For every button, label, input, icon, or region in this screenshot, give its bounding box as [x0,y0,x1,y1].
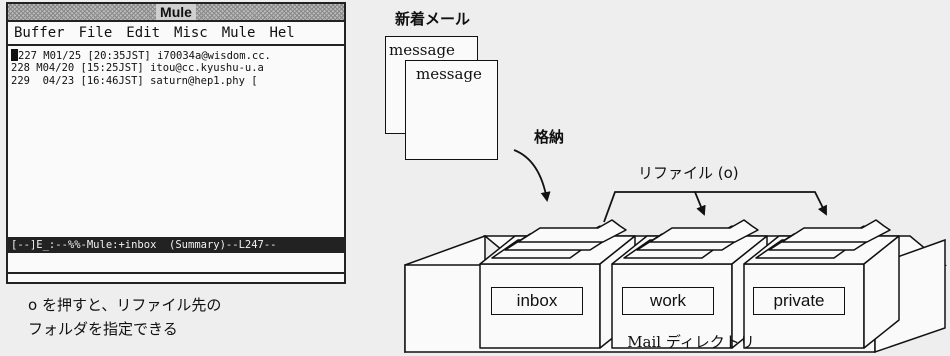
summary-row[interactable]: 227 M01/25 [20:35JST] i70034a@wisdom.cc. [8,49,344,62]
summary-row[interactable]: 229 04/23 [16:46JST] saturn@hep1.phy [ [8,75,344,88]
refile-arrows [603,191,827,223]
refile-label: リファイル (o) [638,164,739,182]
new-mail-label: 新着メール [395,10,471,28]
folder-label-private: private [753,287,845,315]
summary-list: 227 M01/25 [20:35JST] i70034a@wisdom.cc.… [8,46,344,88]
summary-row-text: 228 M04/20 [15:25JST] itou@cc.kyushu-u.a [11,62,264,74]
store-label: 格納 [534,128,565,146]
menu-edit[interactable]: Edit [126,25,161,41]
caption-line-1: o を押すと、リファイル先の [28,296,222,314]
text-cursor [11,49,18,61]
mule-title-bar: Mule [8,4,344,22]
message-label: message [389,41,455,59]
folder-label-inbox: inbox [491,287,583,315]
mode-line: [--]E_:--%%-Mule:+inbox (Summary)--L247-… [8,237,344,253]
menu-buffer[interactable]: Buffer [14,25,65,41]
folder-label-work: work [622,287,714,315]
caption: o を押すと、リファイル先の フォルダを指定できる [28,293,221,341]
summary-row-text: 227 M01/25 [20:35JST] i70034a@wisdom.cc. [18,50,271,62]
message-label: message [416,65,482,83]
mail-directory-label: Mail ディレクトリ [627,333,755,351]
store-arrow [513,149,551,202]
summary-row-text: 229 04/23 [16:46JST] saturn@hep1.phy [ [11,75,258,87]
menu-misc[interactable]: Misc [174,25,208,41]
summary-row[interactable]: 228 M04/20 [15:25JST] itou@cc.kyushu-u.a [8,62,344,75]
menu-file[interactable]: File [78,25,113,41]
mule-title: Mule [156,4,196,20]
menu-mule[interactable]: Mule [221,25,256,41]
message-sheet: message [405,60,498,160]
minibuffer-divider [8,272,344,274]
caption-line-2: フォルダを指定できる [28,320,178,338]
menu-bar: Buffer File Edit Misc Mule Hel [8,22,344,46]
menu-help[interactable]: Hel [269,25,295,41]
